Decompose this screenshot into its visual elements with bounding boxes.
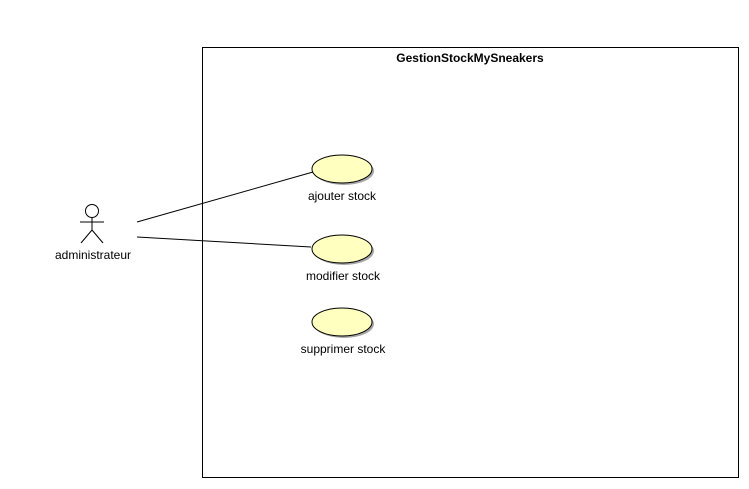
system-title: GestionStockMySneakers [396,51,544,65]
actor-label: administrateur [55,248,131,262]
use-case-label: supprimer stock [301,342,387,356]
use-case-label: ajouter stock [308,189,377,203]
association-line-ajouter [136,171,314,223]
use-case-ellipse [311,154,373,184]
association-line-modifier [136,236,312,248]
use-case-supprimer-stock[interactable]: supprimer stock [301,307,387,356]
system-boundary [202,47,739,478]
use-case-ellipse [311,234,373,264]
actor-administrateur[interactable]: administrateur [55,204,131,263]
use-case-ellipse [311,307,373,337]
use-case-label: modifier stock [306,269,381,283]
use-case-ajouter-stock[interactable]: ajouter stock [308,154,377,203]
stick-figure-icon [80,204,104,244]
use-case-modifier-stock[interactable]: modifier stock [306,234,381,283]
